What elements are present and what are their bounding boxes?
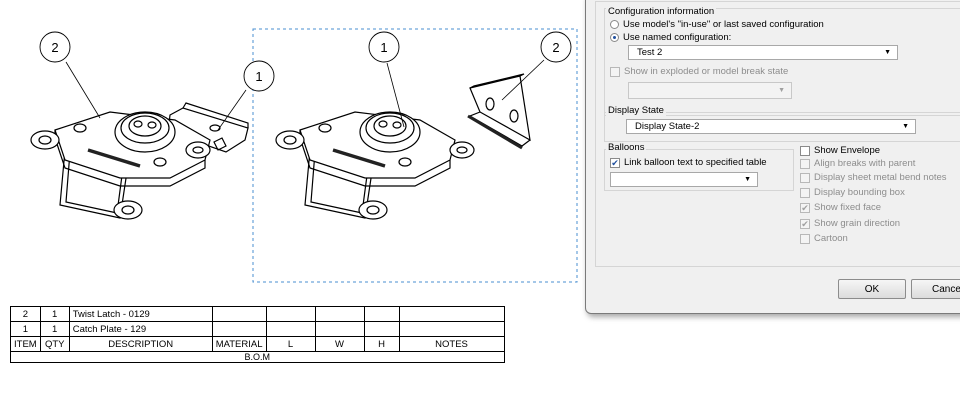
radio-selected-icon[interactable] [610,33,619,42]
checkbox-checked-icon[interactable]: ✔ [800,218,810,229]
ok-button[interactable]: OK [838,279,906,299]
balloon-left-catch[interactable]: 1 [217,60,275,131]
checkbox-bounding-box[interactable]: Display bounding box [800,187,905,198]
checkbox-checked-icon[interactable]: ✔ [800,202,810,213]
bom-header-material: MATERIAL [211,336,267,352]
checkbox-fixed-face[interactable]: ✔ Show fixed face [800,202,881,213]
checkbox-link-balloon[interactable]: ✔ Link balloon text to specified table [610,157,767,168]
dialog-panel: Configuration information Use model's "i… [595,1,960,267]
bom-cell [265,321,316,337]
exploded-state-select[interactable]: ▼ [628,82,792,99]
view-boundary[interactable] [252,28,578,283]
bom-header-w: W [314,336,365,352]
display-state-value: Display State-2 [635,121,700,132]
table-row[interactable]: 2 1 Twist Latch - 0129 [10,306,505,322]
bom-cell: 1 [39,306,70,322]
bom-cell [211,306,267,322]
chevron-down-icon: ▼ [744,176,751,183]
checkbox-icon[interactable] [800,158,810,169]
checkbox-icon[interactable] [800,145,810,156]
bom-cell [211,321,267,337]
checkbox-exploded-label: Show in exploded or model break state [624,66,789,77]
bom-cell: 1 [10,321,41,337]
table-row[interactable]: 1 1 Catch Plate - 129 [10,321,505,337]
balloon-right-catch[interactable]: 1 [368,31,405,128]
cancel-button[interactable]: Cancel [911,279,960,299]
bounding-box-label: Display bounding box [814,187,905,198]
bom-header-row: ITEM QTY DESCRIPTION MATERIAL L W H NOTE… [10,336,505,352]
bom-header-h: H [363,336,400,352]
config-select-value: Test 2 [637,47,663,58]
bom-cell: 1 [39,321,70,337]
checkbox-show-envelope[interactable]: Show Envelope [800,145,880,156]
checkbox-icon[interactable] [800,187,810,198]
bend-notes-label: Display sheet metal bend notes [814,172,947,183]
bom-header-notes: NOTES [398,336,505,352]
checkbox-exploded[interactable]: Show in exploded or model break state [610,66,788,77]
config-group [604,8,960,116]
balloons-group [604,149,794,191]
bom-cell [265,306,316,322]
checkbox-link-balloon-label: Link balloon text to specified table [624,157,767,168]
checkbox-icon[interactable] [800,172,810,183]
radio-use-inuse-label: Use model's "in-use" or last saved confi… [623,19,824,30]
bom-cell [363,306,400,322]
align-breaks-label: Align breaks with parent [814,158,916,169]
bom-caption: B.O.M [10,351,505,363]
svg-text:2: 2 [51,40,58,55]
bom-caption-row: B.O.M [10,351,505,363]
bom-cell: 2 [10,306,41,322]
chevron-down-icon: ▼ [902,123,909,130]
config-select[interactable]: Test 2 ▼ [628,45,898,60]
bom-header-item: ITEM [10,336,41,352]
bom-cell [314,306,365,322]
balloon-right-item[interactable]: 2 [501,31,572,101]
balloons-title: Balloons [606,142,647,153]
bom-header-qty: QTY [39,336,70,352]
bom-cell [398,321,505,337]
radio-icon[interactable] [610,20,619,29]
svg-text:2: 2 [552,40,559,55]
show-envelope-label: Show Envelope [814,145,881,156]
checkbox-icon[interactable] [610,66,620,77]
svg-text:1: 1 [380,40,387,55]
balloon-table-select[interactable]: ▼ [610,172,758,187]
bom-cell: Catch Plate - 129 [68,321,213,337]
chevron-down-icon: ▼ [778,87,785,94]
left-assembly-view[interactable] [30,102,249,220]
display-state-select[interactable]: Display State-2 ▼ [626,119,916,134]
checkbox-bend-notes[interactable]: Display sheet metal bend notes [800,172,947,183]
balloon-left-item[interactable]: 2 [39,31,101,119]
checkbox-align-breaks[interactable]: Align breaks with parent [800,158,915,169]
right-assembly-view[interactable] [275,73,531,220]
radio-use-named[interactable]: Use named configuration: [610,32,731,43]
bom-cell [363,321,400,337]
svg-text:1: 1 [255,69,262,84]
config-group-title: Configuration information [606,6,717,17]
checkbox-cartoon[interactable]: Cartoon [800,233,848,244]
bom-table[interactable]: 2 1 Twist Latch - 0129 1 1 Catch Plate -… [10,306,505,363]
bom-header-description: DESCRIPTION [68,336,213,352]
grain-direction-label: Show grain direction [814,218,901,229]
fixed-face-label: Show fixed face [814,202,882,213]
bom-cell [314,321,365,337]
checkbox-icon[interactable] [800,233,810,244]
radio-use-named-label: Use named configuration: [623,32,732,43]
bom-cell: Twist Latch - 0129 [68,306,213,322]
cartoon-label: Cartoon [814,233,848,244]
bom-header-l: L [265,336,316,352]
checkbox-grain-direction[interactable]: ✔ Show grain direction [800,218,900,229]
drawing-view-properties-dialog: Configuration information Use model's "i… [585,0,960,314]
checkbox-checked-icon[interactable]: ✔ [610,157,620,168]
radio-use-inuse[interactable]: Use model's "in-use" or last saved confi… [610,19,824,30]
bom-cell [398,306,505,322]
display-state-group [604,112,960,142]
display-state-title: Display State [606,105,666,116]
chevron-down-icon: ▼ [884,49,891,56]
